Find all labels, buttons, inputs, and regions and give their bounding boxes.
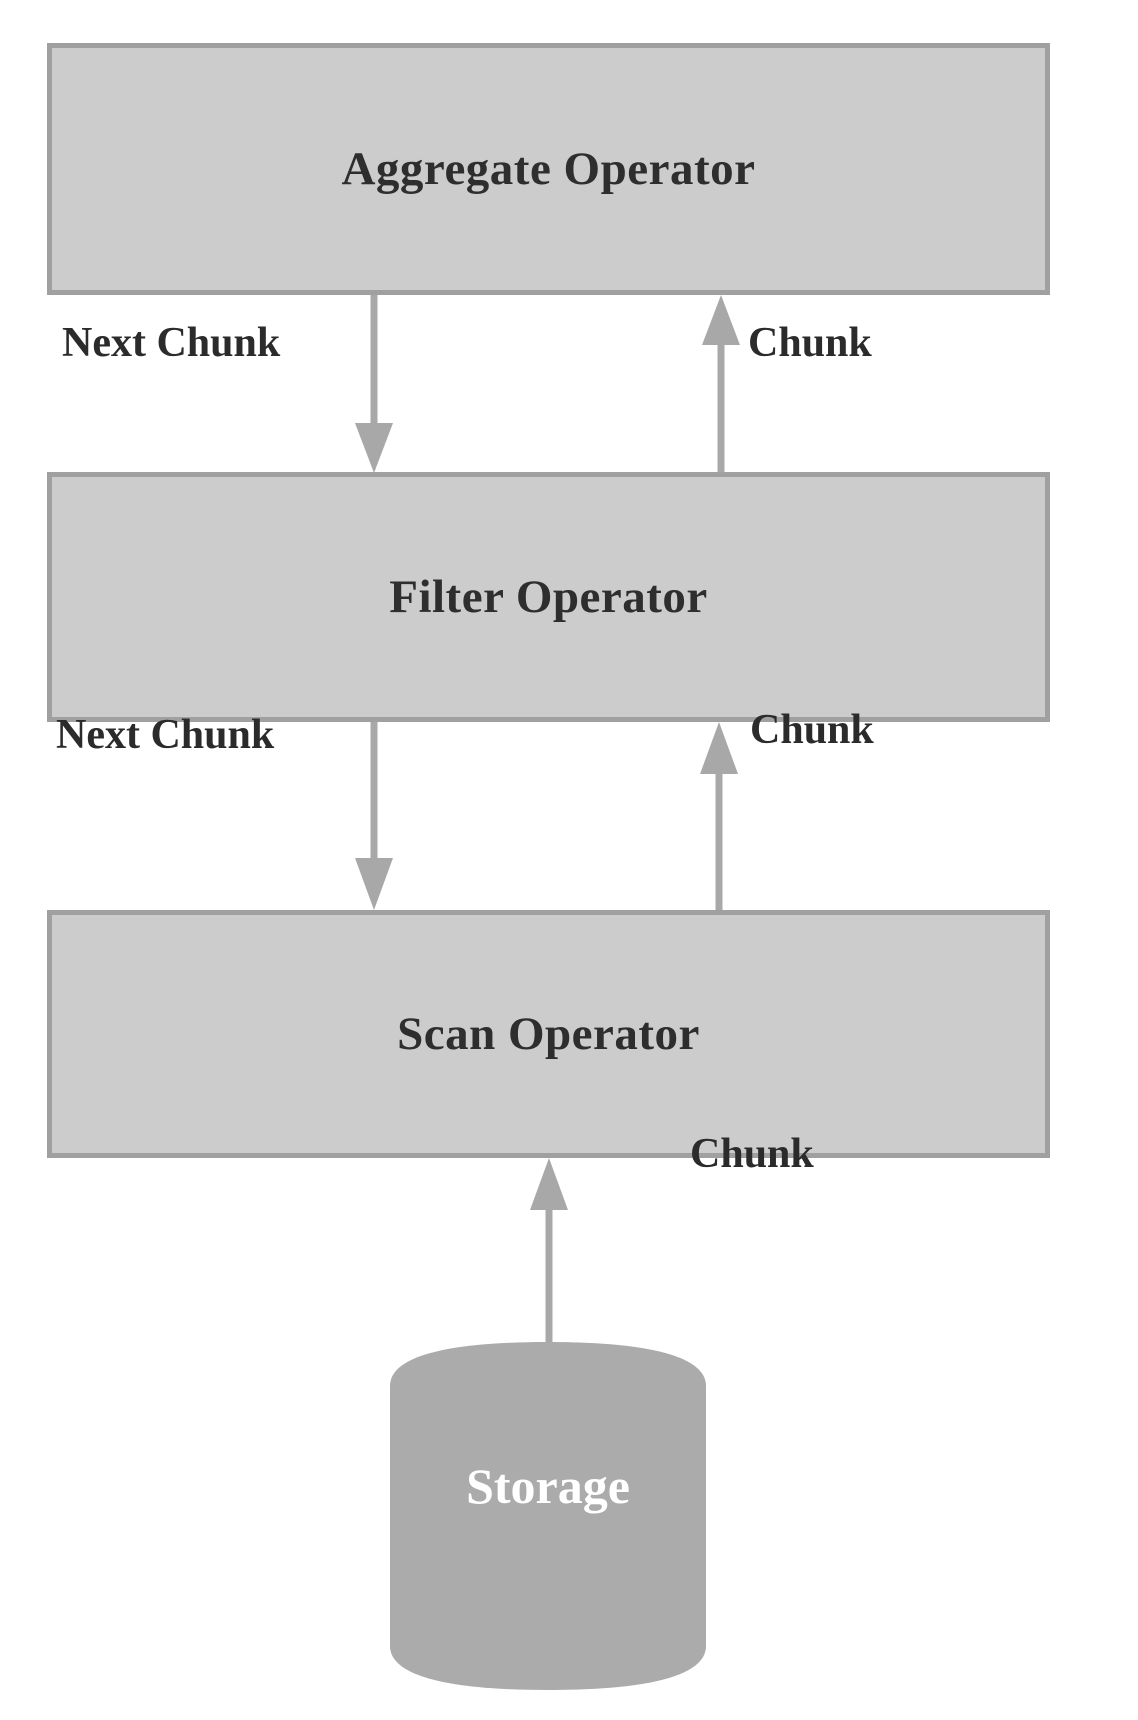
- edge-label-next-chunk-top: Next Chunk: [62, 320, 281, 366]
- arrow-filter-to-scan-down: [355, 722, 393, 910]
- edge-label-chunk-top: Chunk: [748, 320, 872, 366]
- arrow-aggregate-to-filter-down: [355, 295, 393, 473]
- edge-label-chunk-bottom: Chunk: [690, 1131, 814, 1177]
- node-storage-cylinder[interactable]: [388, 1338, 708, 1694]
- node-scan-operator-label: Scan Operator: [397, 1007, 700, 1060]
- node-aggregate-operator[interactable]: Aggregate Operator: [47, 43, 1050, 295]
- arrow-filter-to-aggregate-up: [702, 295, 740, 473]
- arrow-scan-to-filter-up: [700, 722, 738, 910]
- node-filter-operator-label: Filter Operator: [389, 570, 708, 623]
- arrow-storage-to-scan-up: [530, 1158, 568, 1342]
- node-scan-operator[interactable]: Scan Operator: [47, 910, 1050, 1158]
- edge-label-next-chunk-middle: Next Chunk: [56, 712, 275, 758]
- node-storage-label: Storage: [466, 1458, 630, 1514]
- node-aggregate-operator-label: Aggregate Operator: [341, 142, 756, 195]
- edge-label-chunk-middle: Chunk: [750, 707, 874, 753]
- node-filter-operator[interactable]: Filter Operator: [47, 472, 1050, 722]
